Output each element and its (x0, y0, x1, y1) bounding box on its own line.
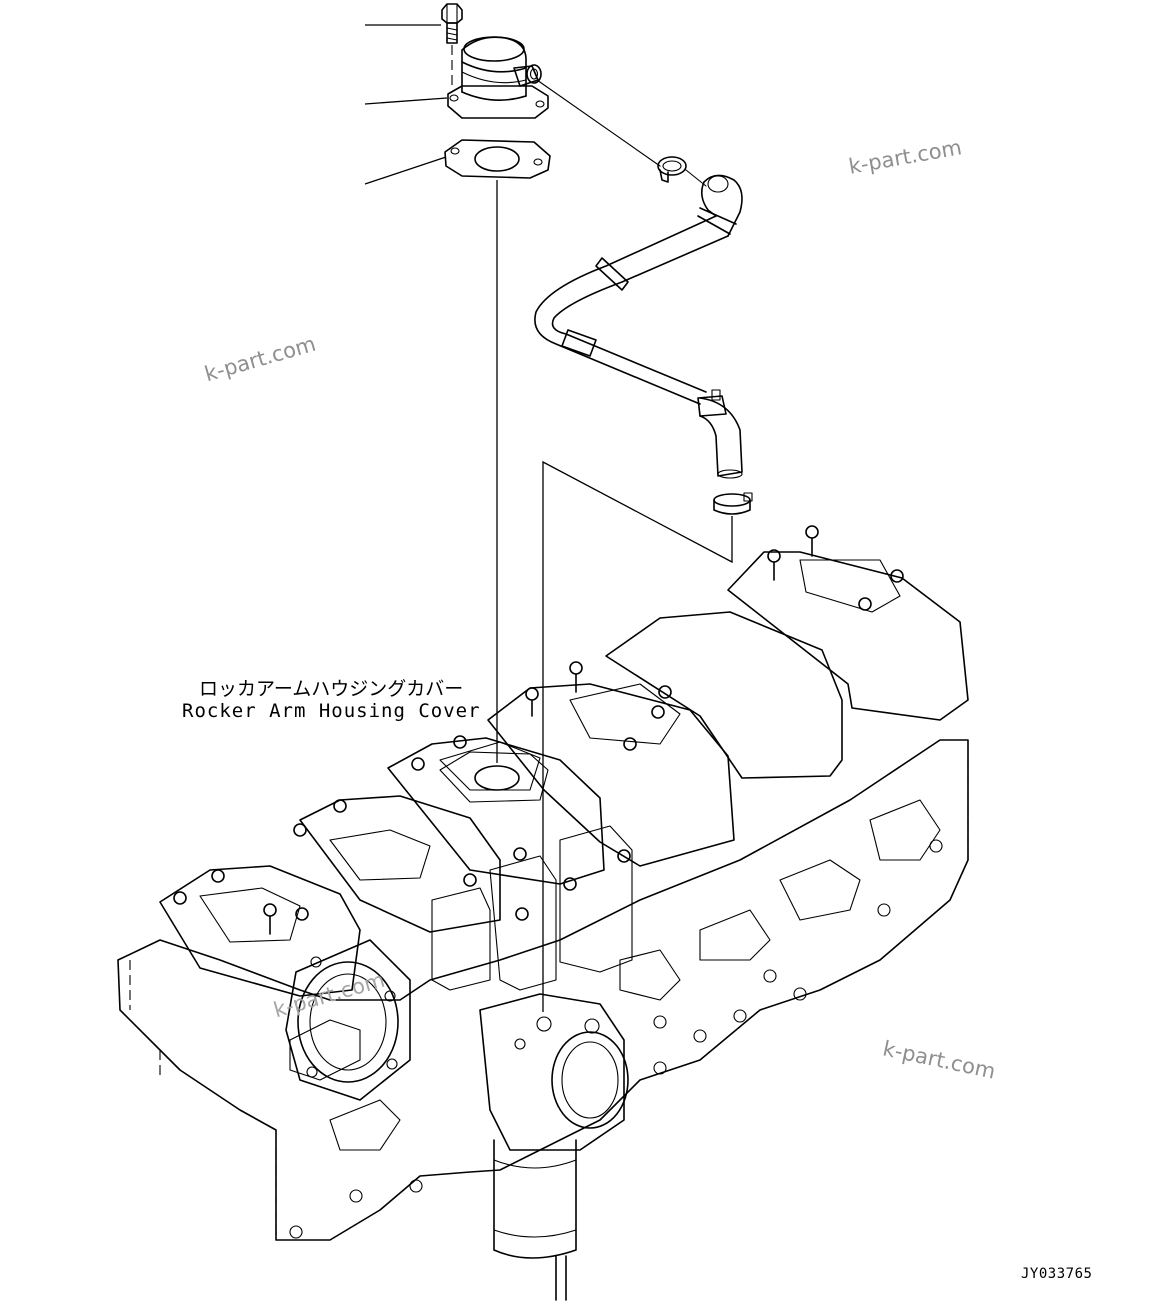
breather-cap (447, 36, 661, 167)
engine-assembly (117, 525, 969, 1301)
hose-clamp-bottom (713, 492, 753, 515)
filter-assembly (479, 993, 629, 1301)
exhaust-flange (285, 939, 411, 1101)
gasket (444, 139, 551, 763)
stud-bolts (173, 525, 904, 935)
callout-japanese: ロッカアームハウジングカバー (199, 678, 464, 700)
breather-hose (534, 174, 743, 479)
breather-port (474, 765, 520, 791)
hose-clamp-top (657, 156, 707, 187)
drawing-code: JY033765 (1021, 1266, 1093, 1282)
part-leaders (364, 24, 448, 185)
bolt (441, 3, 463, 88)
callout-english: Rocker Arm Housing Cover (182, 700, 481, 722)
port-leader (542, 460, 733, 1012)
